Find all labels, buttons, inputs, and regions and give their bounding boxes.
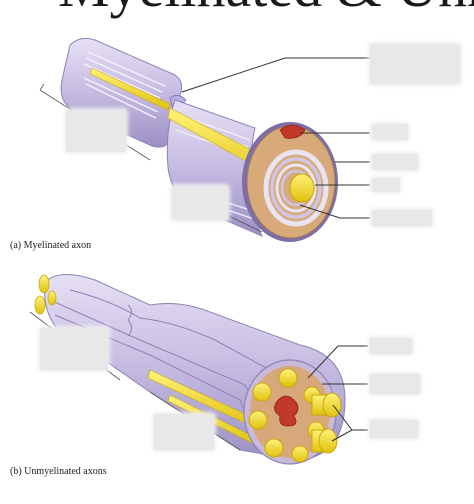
axon-cross-sections [248,368,325,463]
label-mask-6 [66,110,126,152]
unmyelinated-axons-left [34,274,57,315]
myelinated-leader-lines [181,57,370,219]
label-mask-11 [370,374,420,394]
axon-cut-end [289,173,315,203]
axon-core-left [89,67,171,111]
label-mask-12 [370,420,418,438]
label-mask-1 [370,44,460,84]
schwann-cell-nucleus-b [274,395,299,427]
caption-unmyelinated: (b) Unmyelinated axons [10,466,107,477]
label-mask-10 [370,338,412,354]
label-mask-9 [154,414,214,450]
page-title: Myelinated & Unmyelin [58,0,474,19]
caption-myelinated: (a) Myelinated axon [10,240,92,251]
label-mask-5 [372,210,432,226]
protruding-axons [311,392,342,454]
unmyelinated-leader-lines [307,345,368,442]
label-mask-7 [172,186,228,220]
myelin-lamellae-left [83,51,166,119]
label-mask-8 [40,328,108,370]
unmyelinated-axon-illustration [29,274,346,465]
label-mask-3 [372,154,418,170]
schwann-cell-nucleus [279,124,306,139]
label-mask-2 [372,124,408,140]
label-mask-4 [372,178,400,192]
